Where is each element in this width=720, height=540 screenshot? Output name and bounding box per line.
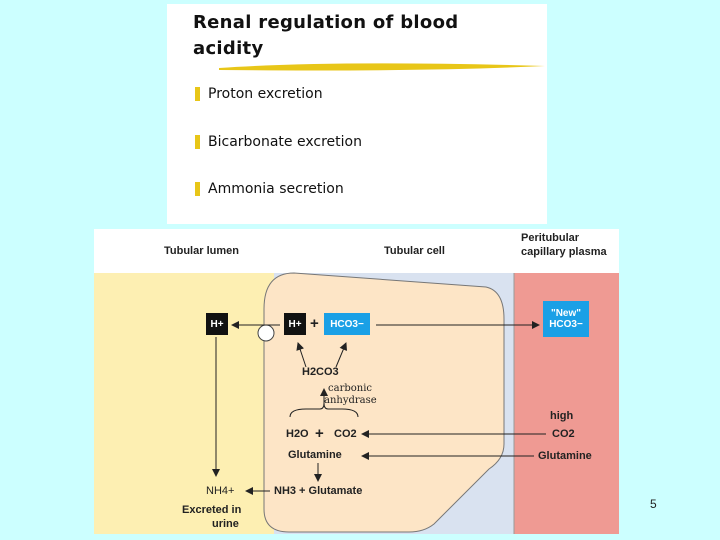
nh4-label: NH4+ — [206, 485, 235, 497]
new-hco3-box: "New" HCO3− — [543, 301, 589, 337]
new-hco3-line1: "New" — [550, 308, 582, 319]
plus-sign: + — [310, 315, 319, 332]
header-tubular-cell: Tubular cell — [384, 245, 445, 257]
title-underline-decoration — [219, 63, 545, 71]
excreted-line2: urine — [212, 518, 239, 530]
cell-hco3-box: HCO3− — [324, 313, 370, 335]
bullet-proton-excretion: Proton excretion — [195, 86, 323, 102]
anhydrase-label: anhydrase — [324, 395, 377, 406]
glutamine-cell-label: Glutamine — [288, 449, 342, 461]
h2co3-label: H2CO3 — [302, 366, 339, 378]
bullet-label: Ammonia secretion — [208, 181, 344, 197]
lumen-h-plus-box: H+ — [206, 313, 228, 335]
renal-diagram: Tubular lumen Tubular cell Peritubular c… — [94, 229, 619, 534]
title-panel: Renal regulation of blood acidity Proton… — [167, 4, 547, 224]
header-tubular-lumen: Tubular lumen — [164, 245, 239, 257]
co2-plasma-label: CO2 — [552, 428, 575, 440]
carbonic-label: carbonic — [328, 383, 373, 394]
plus-sign: + — [315, 425, 324, 442]
tubular-lumen-region — [94, 273, 274, 534]
arrow-h2co3-to-h — [296, 342, 307, 368]
h2o-label: H2O — [286, 428, 309, 440]
bullet-marker — [195, 135, 200, 149]
slide-title: Renal regulation of blood acidity — [193, 12, 459, 59]
bullet-bicarbonate-excretion: Bicarbonate excretion — [195, 134, 362, 150]
membrane-transporter — [257, 324, 275, 342]
glutamine-plasma-label: Glutamine — [538, 450, 592, 462]
co2-cell-label: CO2 — [334, 428, 357, 440]
new-hco3-line2: HCO3− — [549, 319, 583, 330]
page-number: 5 — [650, 497, 657, 511]
header-plasma-line2: capillary plasma — [521, 246, 607, 258]
bullet-marker — [195, 182, 200, 196]
high-label: high — [550, 410, 574, 422]
bullet-marker — [195, 87, 200, 101]
header-plasma-line1: Peritubular — [521, 232, 580, 244]
cell-h-plus-box: H+ — [284, 313, 306, 335]
bullet-ammonia-secretion: Ammonia secretion — [195, 181, 344, 197]
tubular-cell-shape — [263, 272, 505, 533]
bullet-label: Bicarbonate excretion — [208, 134, 362, 150]
diagram-graphics — [212, 272, 546, 534]
nh3-glutamate-label: NH3 + Glutamate — [274, 485, 363, 497]
arrow-h2co3-to-hco3 — [335, 342, 347, 368]
excreted-line1: Excreted in — [182, 504, 242, 516]
bullet-label: Proton excretion — [208, 86, 323, 102]
